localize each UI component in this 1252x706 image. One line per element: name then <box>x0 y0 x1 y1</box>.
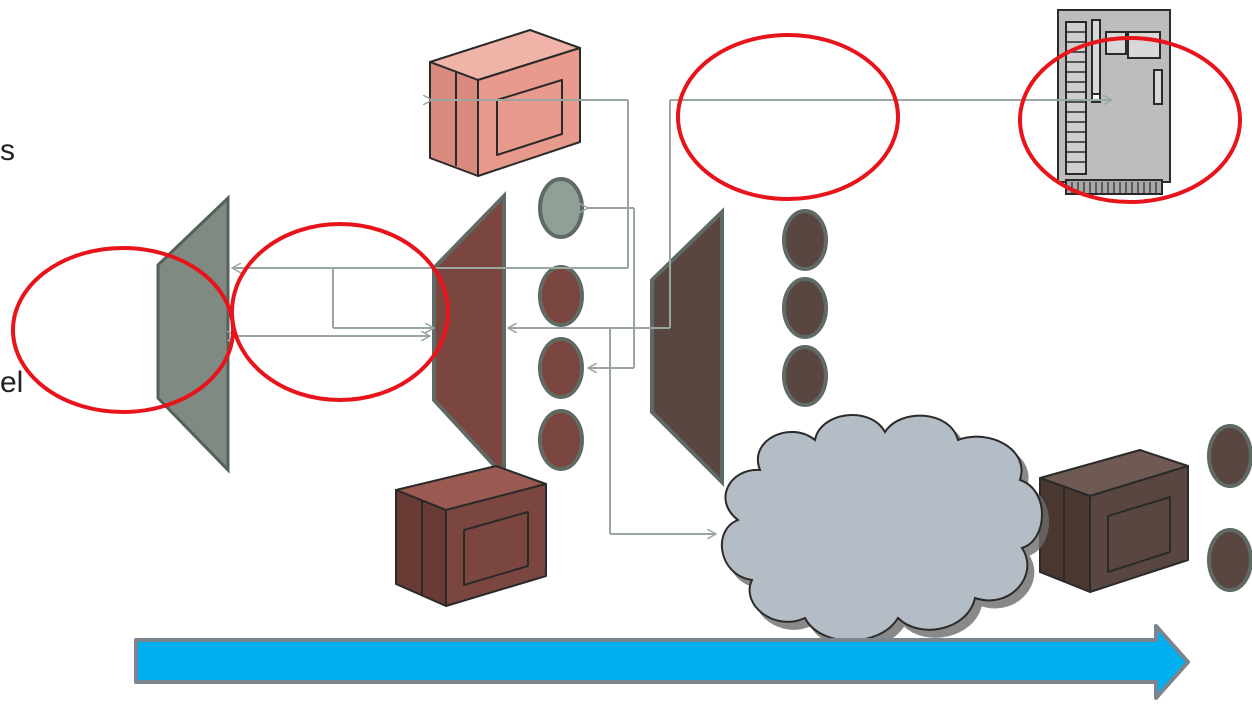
dot-icon <box>538 409 584 471</box>
cloud-icon <box>721 414 1043 642</box>
arrow-right-icon <box>134 624 1190 700</box>
dot-icon <box>782 345 828 407</box>
monitor-icon <box>395 465 547 607</box>
dot-icon <box>782 277 828 339</box>
monitor-icon <box>429 29 581 177</box>
highlight-ellipse <box>676 33 900 201</box>
highlight-ellipses <box>11 33 1242 414</box>
left-text-fragment-s: s <box>0 134 15 167</box>
gray-panel <box>156 194 230 474</box>
dot-icon <box>538 337 584 399</box>
highlight-ellipse <box>230 222 450 402</box>
left-text-fragment-el: el <box>0 366 24 399</box>
dot-icon <box>1207 528 1252 592</box>
dot-icon <box>538 177 584 239</box>
highlight-ellipse <box>1018 36 1242 204</box>
connector-lines <box>232 100 1112 534</box>
dot-icon <box>1207 424 1252 488</box>
monitor-icon <box>1039 449 1189 593</box>
dot-icon <box>782 209 828 271</box>
dark-panel <box>650 207 724 487</box>
dot-icon <box>538 265 584 327</box>
